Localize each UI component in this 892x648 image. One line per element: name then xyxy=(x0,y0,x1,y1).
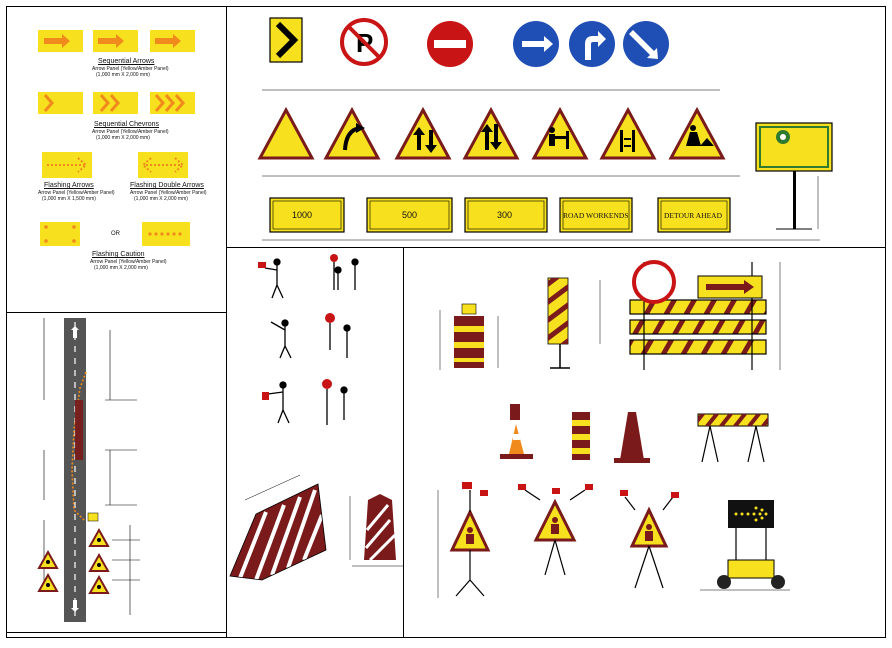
label-flashing-double-arrows: Flashing Double Arrows xyxy=(130,182,204,189)
message-sign-boards xyxy=(269,197,731,233)
flagger-figures xyxy=(258,254,359,425)
label-sequential-arrows-sub2: (1,000 mm X 2,000 mm) xyxy=(96,72,150,78)
label-flashing-arrows-sub2: (1,000 mm X 1,500 mm) xyxy=(42,196,96,202)
label-sequential-chevrons: Sequential Chevrons xyxy=(94,121,159,128)
flashing-caution-panels xyxy=(40,222,190,246)
frame-lines xyxy=(6,6,886,638)
sign-text-500: 500 xyxy=(402,210,418,220)
label-flashing-double-arrows-sub1: Arrow Panel (Yellow/Amber Panel) xyxy=(130,190,207,196)
dimension-lines xyxy=(437,176,819,598)
concrete-barrier xyxy=(229,474,404,581)
sign-text-detour-ahead: DETOUR AHEAD xyxy=(664,211,722,220)
sign-text-300: 300 xyxy=(497,210,513,220)
flashing-arrow-panels xyxy=(42,152,188,178)
sequential-chevrons-panels xyxy=(38,92,195,114)
label-flashing-caution-sub1: Arrow Panel (Yellow/Amber Panel) xyxy=(90,259,167,265)
road-layout xyxy=(37,318,140,622)
sequential-arrows-panels xyxy=(38,30,195,52)
sign-text-road-workends: ROAD WORKENDS xyxy=(563,211,629,220)
traffic-devices xyxy=(449,260,785,597)
label-flashing-caution-sub2: (1,000 mm X 2,000 mm) xyxy=(94,265,148,271)
label-sequential-arrows-sub1: Arrow Panel (Yellow/Amber Panel) xyxy=(92,66,169,72)
label-or: OR xyxy=(111,231,120,237)
label-flashing-arrows: Flashing Arrows xyxy=(44,182,94,189)
sign-text-1000: 1000 xyxy=(292,210,313,220)
arrow-panel-group xyxy=(38,30,195,246)
label-sequential-arrows: Sequential Arrows xyxy=(98,58,155,65)
label-sequential-chevrons-sub2: (1,000 mm X 2,000 mm) xyxy=(96,135,150,141)
label-flashing-double-arrows-sub2: (1,000 mm X 2,000 mm) xyxy=(134,196,188,202)
label-flashing-arrows-sub1: Arrow Panel (Yellow/Amber Panel) xyxy=(38,190,115,196)
label-flashing-caution: Flashing Caution xyxy=(92,251,145,258)
label-sequential-chevrons-sub1: Arrow Panel (Yellow/Amber Panel) xyxy=(92,129,169,135)
road-signs: P xyxy=(257,17,833,241)
